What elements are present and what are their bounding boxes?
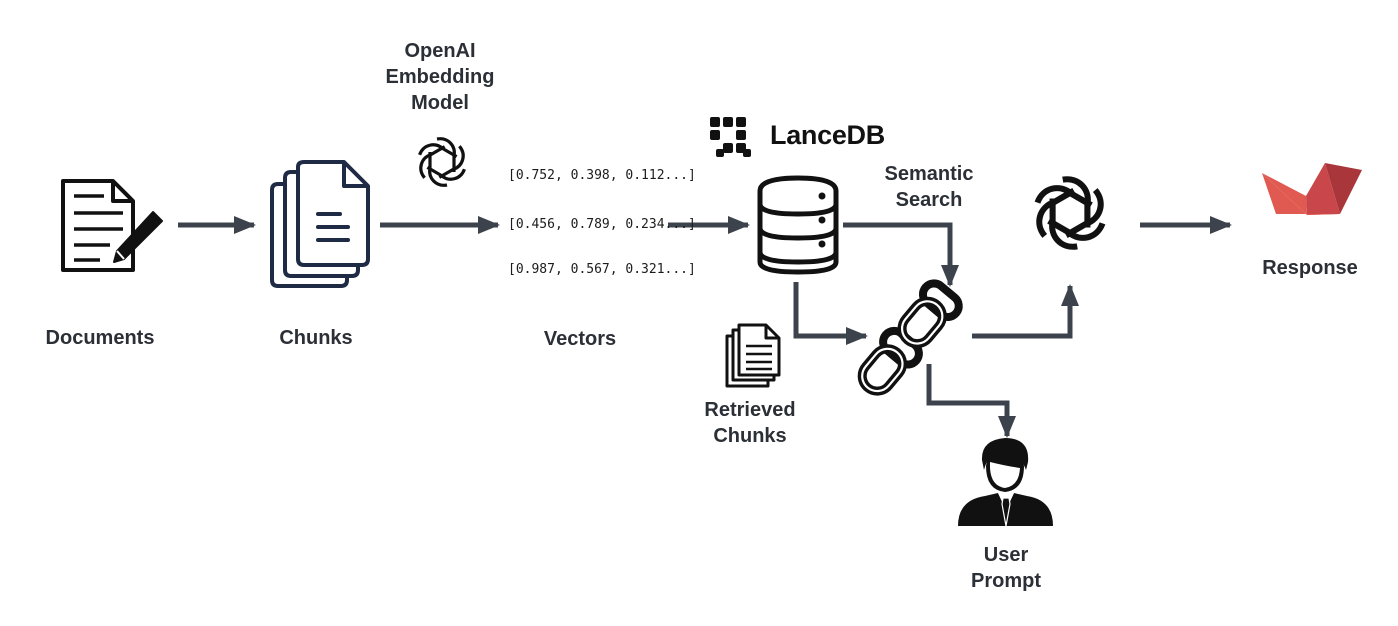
user-avatar-icon (958, 438, 1053, 527)
arrow-db-to-chain-retrieved (793, 282, 868, 345)
retrieved-chunks-label-line1: Retrieved (704, 399, 796, 421)
vector-value: [0.456, 0.789, 0.234...] (508, 217, 696, 232)
semantic-search-label-line1: Semantic (884, 163, 974, 185)
lancedb-logo-icon (710, 117, 751, 157)
semantic-search-label-line2: Search (895, 189, 963, 211)
documents-label: Documents (45, 327, 155, 349)
document-pen-icon (61, 179, 163, 272)
connector-arrows (178, 216, 1232, 438)
embedding-model-label-line2: Embedding (385, 66, 495, 88)
embedding-model-label-line3: Model (411, 92, 469, 114)
vectors-label: Vectors (543, 328, 617, 350)
user-prompt-label-line1: User (983, 544, 1029, 566)
retrieved-chunks-label-line2: Chunks (713, 425, 787, 447)
document-stack-icon (725, 323, 781, 388)
openai-logo-icon (414, 137, 470, 187)
vector-value: [0.987, 0.567, 0.321...] (508, 262, 696, 277)
vector-value: [0.752, 0.398, 0.112...] (508, 168, 696, 183)
streamlit-boat-icon (1262, 163, 1362, 215)
database-icon (757, 175, 839, 275)
user-prompt-label-line2: Prompt (971, 570, 1041, 592)
arrow-chain-to-user (926, 364, 1016, 438)
chain-link-icon (857, 279, 963, 396)
arrow-chain-to-llm (972, 284, 1079, 339)
embedding-model-label-line1: OpenAI (404, 40, 476, 62)
arrow-db-to-chain-semantic-search (843, 222, 959, 287)
stacked-documents-icon (270, 160, 370, 288)
response-label: Response (1262, 257, 1358, 279)
openai-llm-logo-icon (1032, 179, 1108, 247)
lancedb-brand-text: LanceDB (770, 120, 885, 150)
chunks-label: Chunks (279, 327, 353, 349)
